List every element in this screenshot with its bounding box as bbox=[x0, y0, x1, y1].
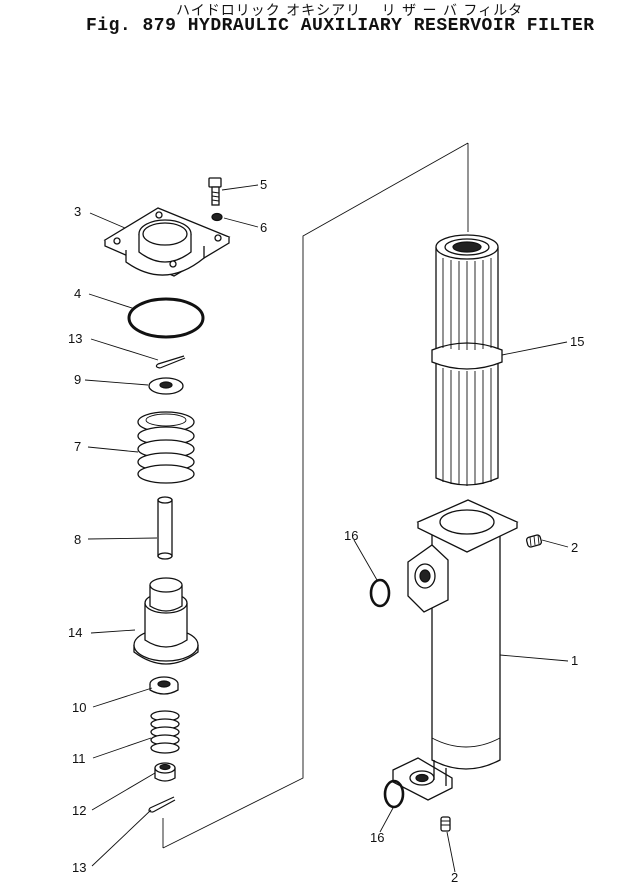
part-9-washer bbox=[148, 377, 184, 395]
part-10-seat bbox=[149, 676, 179, 695]
callout-9: 9 bbox=[74, 372, 81, 387]
callout-4: 4 bbox=[74, 286, 81, 301]
part-3-cover bbox=[103, 207, 231, 277]
part-11-spring bbox=[150, 710, 180, 754]
part-16-o-ring-upper bbox=[369, 578, 391, 608]
part-12-plug bbox=[154, 762, 176, 782]
title-japanese: ハイドロリック オキシアリ リ ザ ー バ フィルタ bbox=[176, 3, 524, 19]
part-2-plug-upper bbox=[525, 534, 543, 548]
callout-5: 5 bbox=[260, 177, 267, 192]
callout-1: 1 bbox=[571, 653, 578, 668]
part-8-pin bbox=[157, 496, 173, 560]
title-english: Fig. 879 HYDRAULIC AUXILIARY RESERVOIR F… bbox=[86, 16, 595, 36]
part-14-valve-body bbox=[133, 577, 199, 665]
part-13-cotter-pin-bottom bbox=[148, 796, 176, 813]
part-16-o-ring-lower bbox=[383, 779, 405, 809]
callout-labels: 5 3 6 4 13 9 7 8 14 10 11 12 13 15 16 2 … bbox=[68, 177, 584, 882]
callout-10: 10 bbox=[72, 700, 86, 715]
callout-2-lower: 2 bbox=[451, 870, 458, 882]
callout-2-upper: 2 bbox=[571, 540, 578, 555]
callout-3: 3 bbox=[74, 204, 81, 219]
callout-15: 15 bbox=[570, 334, 584, 349]
callout-7: 7 bbox=[74, 439, 81, 454]
part-13-cotter-pin-top bbox=[155, 355, 186, 369]
callout-16-lower: 16 bbox=[370, 830, 384, 845]
part-6-washer bbox=[211, 212, 223, 222]
callout-14: 14 bbox=[68, 625, 82, 640]
part-5-bolt bbox=[208, 177, 222, 206]
callout-13-top: 13 bbox=[68, 331, 82, 346]
callout-13-bottom: 13 bbox=[72, 860, 86, 875]
callout-16-upper: 16 bbox=[344, 528, 358, 543]
assembly-bracket-line bbox=[162, 142, 469, 849]
part-2-plug-lower bbox=[440, 816, 451, 832]
leader-lines bbox=[84, 184, 569, 873]
callout-8: 8 bbox=[74, 532, 81, 547]
callout-11: 11 bbox=[72, 751, 86, 766]
part-7-spring bbox=[137, 411, 195, 484]
part-1-filter-case bbox=[392, 499, 519, 801]
part-15-filter-element bbox=[431, 234, 503, 486]
part-4-o-ring bbox=[127, 297, 205, 339]
callout-12: 12 bbox=[72, 803, 86, 818]
callout-6: 6 bbox=[260, 220, 267, 235]
